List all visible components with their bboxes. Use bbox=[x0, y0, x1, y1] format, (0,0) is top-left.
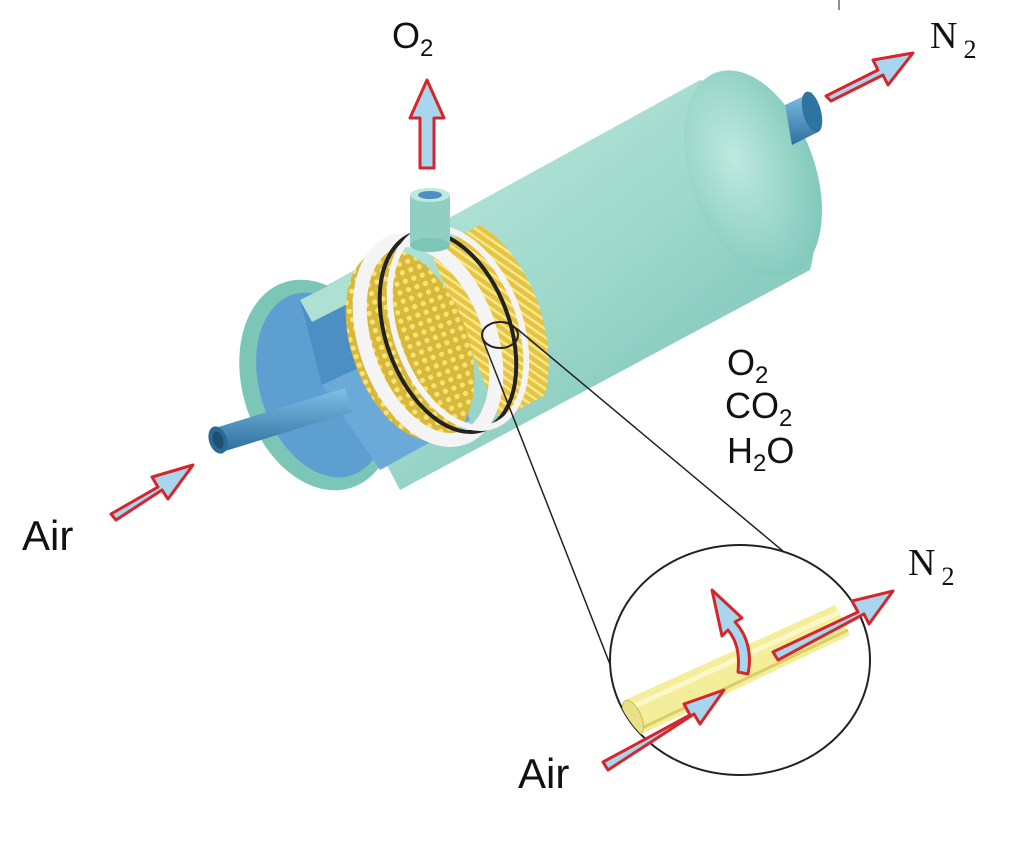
arrow-n2-right bbox=[771, 589, 895, 662]
arrow-permeate-curve bbox=[710, 588, 751, 676]
permeate-gases-label: O2 CO2 H2O bbox=[725, 342, 794, 477]
label-permeate-co2-sub: 2 bbox=[779, 405, 792, 432]
nitrogen-outlet-pipe bbox=[785, 91, 823, 145]
label-permeate-o2: O2 bbox=[727, 342, 768, 389]
label-o2-top: O2 bbox=[392, 15, 433, 62]
label-permeate-h2o-main: H bbox=[727, 430, 753, 471]
label-permeate-h2o: H2O bbox=[727, 430, 794, 477]
label-air-bottom: Air bbox=[518, 750, 569, 797]
oxygen-port bbox=[410, 188, 450, 252]
arrow-air-bottom bbox=[601, 688, 726, 772]
label-permeate-o2-main: O bbox=[727, 342, 755, 383]
label-air-left: Air bbox=[22, 512, 73, 559]
label-permeate-o2-sub: 2 bbox=[755, 362, 768, 389]
label-o2-top-sub: 2 bbox=[420, 35, 433, 62]
zoom-connector bbox=[482, 327, 809, 673]
label-n2-top-main: N bbox=[930, 15, 957, 57]
hollow-fiber-bundle bbox=[345, 224, 549, 448]
label-n2-right-main: N bbox=[908, 542, 935, 584]
air-inlet-pipe bbox=[208, 388, 352, 454]
label-n2-right-sub: 2 bbox=[941, 562, 954, 591]
arrow-n2-top bbox=[824, 51, 915, 103]
arrow-air-left bbox=[109, 463, 195, 522]
label-n2-top-sub: 2 bbox=[963, 35, 976, 64]
label-permeate-h2o-sub: 2 bbox=[753, 450, 766, 477]
label-o2-top-main: O bbox=[392, 15, 420, 56]
label-permeate-co2-main: CO bbox=[725, 385, 779, 426]
label-permeate-h2o-tail: O bbox=[766, 430, 794, 471]
arrow-o2-up bbox=[408, 78, 446, 170]
seal-ring-outer bbox=[352, 232, 504, 448]
shell-far-cap bbox=[684, 70, 822, 278]
zoom-target-circle bbox=[481, 321, 519, 349]
label-permeate-co2: CO2 bbox=[725, 385, 792, 432]
